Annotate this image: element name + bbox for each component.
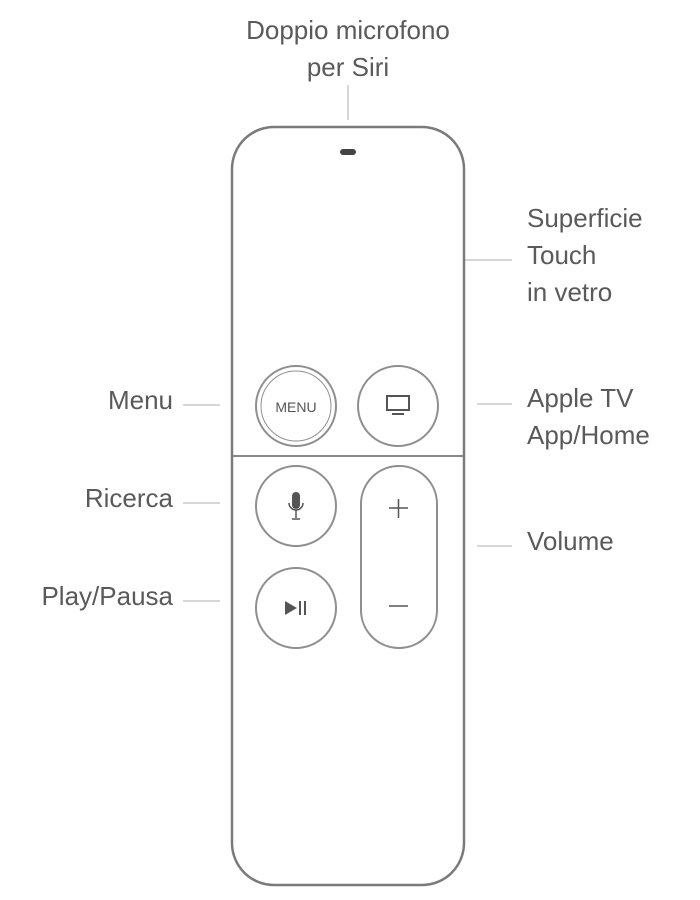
apple-tv-label-line1: Apple TV bbox=[527, 383, 634, 413]
apple-tv-label: Apple TV App/Home bbox=[527, 380, 650, 454]
volume-rocker[interactable] bbox=[360, 465, 438, 649]
play-pause-icon bbox=[285, 601, 306, 615]
mic-label-line2: per Siri bbox=[306, 52, 390, 82]
tv-icon bbox=[386, 395, 410, 415]
menu-button-label: MENU bbox=[275, 399, 316, 415]
play-pause-label: Play/Pausa bbox=[41, 581, 173, 611]
volume-label: Volume bbox=[527, 526, 614, 556]
apple-tv-label-line2: App/Home bbox=[527, 420, 650, 450]
remote-body bbox=[230, 125, 466, 887]
touch-label-line2: Touch bbox=[527, 240, 597, 270]
touch-label-line1: Superficie bbox=[527, 203, 643, 233]
search-label: Ricerca bbox=[84, 483, 173, 513]
touch-label-line3: in vetro bbox=[527, 277, 613, 307]
mic-slot bbox=[340, 149, 356, 155]
mic-label: Doppio microfono per Siri bbox=[198, 12, 498, 86]
tv-button[interactable] bbox=[357, 365, 439, 447]
microphone-icon bbox=[288, 492, 304, 520]
touch-label: Superficie Touch in vetro bbox=[527, 200, 643, 311]
mic-label-line1: Doppio microfono bbox=[246, 15, 450, 45]
menu-label: Menu bbox=[107, 385, 173, 415]
volume-up-icon bbox=[389, 499, 408, 518]
menu-button-ring bbox=[260, 370, 332, 442]
